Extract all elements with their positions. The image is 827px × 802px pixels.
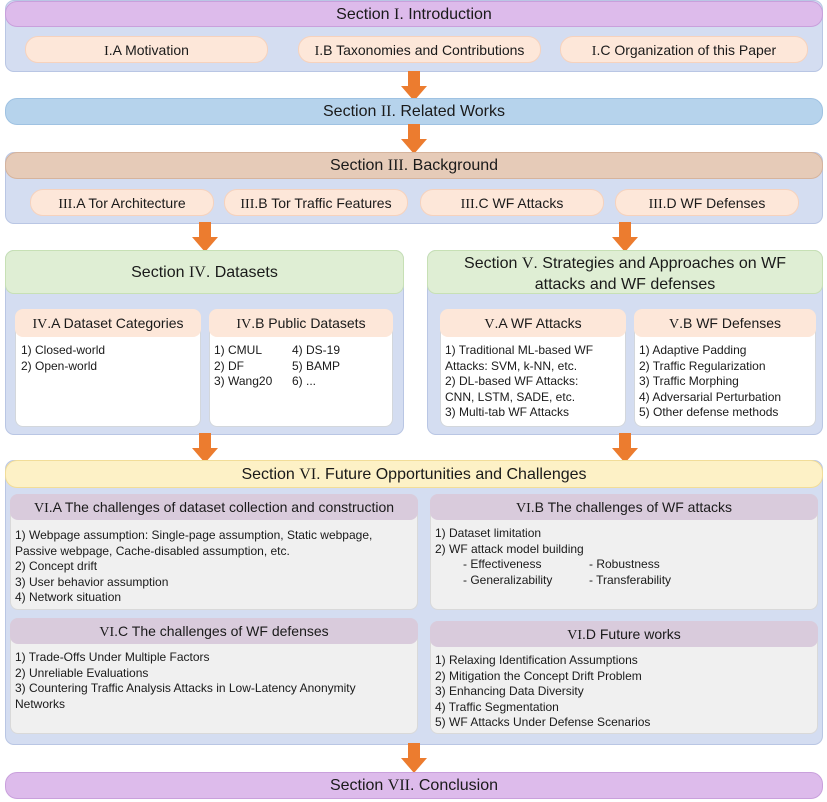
section-6-numeral: VI [299, 466, 317, 483]
arrow-down-icon [612, 433, 638, 463]
list-item: 2) DL-based WF Attacks: [445, 374, 579, 388]
section-3-title: . Background [403, 157, 499, 174]
wf-attacks-list: 1) Traditional ML-based WF Attacks: SVM,… [445, 343, 593, 421]
section-5-numeral: V [521, 255, 534, 272]
section-7-title: . Conclusion [409, 777, 499, 794]
section-4-header: Section IV. Datasets [5, 250, 404, 294]
list-item: Attacks: SVM, k-NN, etc. [445, 358, 578, 373]
list-item: 3) Countering Traffic Analysis Attacks i… [15, 681, 356, 695]
dataset-categories-list: 1) Closed-world 2) Open-world [21, 343, 105, 374]
wf-attacks-header: V.A WF Attacks [440, 309, 626, 337]
list-item: - Generalizability [463, 572, 553, 587]
section-4-title: . Datasets [205, 264, 278, 281]
list-item: Passive webpage, Cache-disabled assumpti… [15, 543, 290, 558]
section-3-header: Section III. Background [5, 152, 823, 179]
s1-pill-organization: I.C Organization of this Paper [560, 36, 808, 63]
list-item: 3) Multi-tab WF Attacks [445, 405, 570, 419]
wf-defenses-list: 1) Adaptive Padding 2) Traffic Regulariz… [639, 343, 781, 421]
list-item: 2) Open-world [21, 358, 98, 373]
list-item: 1) Traditional ML-based WF [445, 343, 594, 357]
section-1-title: . Introduction [399, 6, 492, 23]
section-5-title-line1: . Strategies and Approaches on WF [533, 255, 786, 272]
list-item: 6) ... [292, 374, 317, 388]
list-item: 1) CMUL [214, 343, 263, 357]
list-item: 4) Adversarial Perturbation [639, 389, 782, 404]
list-item: 2) WF attack model building [435, 541, 584, 556]
challenges-defenses-header: VI.C The challenges of WF defenses [10, 618, 418, 644]
challenges-dataset-header: VI.A The challenges of dataset collectio… [10, 494, 418, 520]
list-item: 3) Enhancing Data Diversity [435, 684, 584, 698]
list-item: - Robustness [589, 557, 660, 571]
s3-pill-wf-defenses: III.D WF Defenses [615, 189, 799, 216]
section-2-header: Section II. Related Works [5, 98, 823, 125]
list-item: 1) Trade-Offs Under Multiple Factors [15, 650, 210, 664]
list-item: 2) Mitigation the Concept Drift Problem [435, 668, 642, 683]
challenges-attacks-list: 1) Dataset limitation 2) WF attack model… [435, 526, 584, 557]
future-works-list: 1) Relaxing Identification Assumptions 2… [435, 653, 650, 731]
s3-pill-tor-traffic-features: III.B Tor Traffic Features [224, 189, 408, 216]
public-datasets-col1: 1) CMUL 2) DF 3) Wang20 [214, 343, 272, 390]
list-item: 5) BAMP [292, 358, 341, 373]
s1-pill-motivation: I.A Motivation [25, 36, 268, 63]
public-datasets-col2: 4) DS-19 5) BAMP 6) ... [292, 343, 340, 390]
s3-pill-wf-attacks: III.C WF Attacks [420, 189, 604, 216]
section-7-numeral: VII [387, 777, 410, 794]
s3-pill-tor-architecture: III.A Tor Architecture [30, 189, 214, 216]
section-2-title: . Related Works [391, 103, 505, 120]
section-6-title: . Future Opportunities and Challenges [316, 466, 587, 483]
list-item: 4) Network situation [15, 590, 122, 604]
public-datasets-header: IV.B Public Datasets [209, 309, 393, 337]
challenges-attacks-subcol2: - Robustness - Transferability [589, 557, 671, 588]
arrow-down-icon [401, 743, 427, 773]
list-item: 1) Relaxing Identification Assumptions [435, 653, 638, 667]
section-3-numeral: III [387, 157, 404, 174]
section-4-numeral: IV [188, 264, 206, 281]
wf-defenses-header: V.B WF Defenses [634, 309, 816, 337]
future-works-header: VI.D Future works [430, 621, 818, 647]
list-item: 2) Unreliable Evaluations [15, 665, 149, 680]
section-2-numeral: II [380, 103, 392, 120]
list-item: 2) DF [214, 358, 244, 373]
challenges-defenses-list: 1) Trade-Offs Under Multiple Factors 2) … [15, 650, 356, 712]
section-5-title-line2: attacks and WF defenses [534, 276, 716, 293]
section-1-header: Section I. Introduction [5, 1, 823, 27]
challenges-attacks-subcol1: - Effectiveness - Generalizability [463, 557, 552, 588]
list-item: 1) Adaptive Padding [639, 343, 747, 357]
list-item: 5) Other defense methods [639, 405, 779, 419]
list-item: 1) Dataset limitation [435, 526, 542, 540]
arrow-down-icon [401, 71, 427, 101]
list-item: 3) User behavior assumption [15, 574, 169, 589]
list-item: 1) Closed-world [21, 343, 106, 357]
arrow-down-icon [192, 222, 218, 252]
list-item: CNN, LSTM, SADE, etc. [445, 389, 576, 404]
section-6-header: Section VI. Future Opportunities and Cha… [5, 460, 823, 488]
section-1-numeral: I [393, 6, 400, 23]
list-item: 3) Wang20 [214, 374, 273, 388]
list-item: 1) Webpage assumption: Single-page assum… [15, 528, 373, 542]
list-item: Networks [15, 696, 66, 711]
arrow-down-icon [192, 433, 218, 463]
list-item: - Transferability [589, 572, 672, 587]
list-item: 2) Concept drift [15, 559, 98, 573]
arrow-down-icon [401, 124, 427, 154]
list-item: 4) Traffic Segmentation [435, 699, 559, 714]
list-item: 3) Traffic Morphing [639, 374, 739, 388]
section-5-header: Section V. Strategies and Approaches on … [427, 250, 823, 294]
dataset-categories-header: IV.A Dataset Categories [15, 309, 201, 337]
list-item: 4) DS-19 [292, 343, 341, 357]
list-item: 2) Traffic Regularization [639, 358, 766, 373]
s1-pill-taxonomies: I.B Taxonomies and Contributions [298, 36, 541, 63]
list-item: - Effectiveness [463, 557, 542, 571]
challenges-dataset-list: 1) Webpage assumption: Single-page assum… [15, 528, 372, 606]
arrow-down-icon [612, 222, 638, 252]
challenges-attacks-header: VI.B The challenges of WF attacks [430, 494, 818, 520]
list-item: 5) WF Attacks Under Defense Scenarios [435, 715, 651, 729]
section-7-header: Section VII. Conclusion [5, 772, 823, 799]
